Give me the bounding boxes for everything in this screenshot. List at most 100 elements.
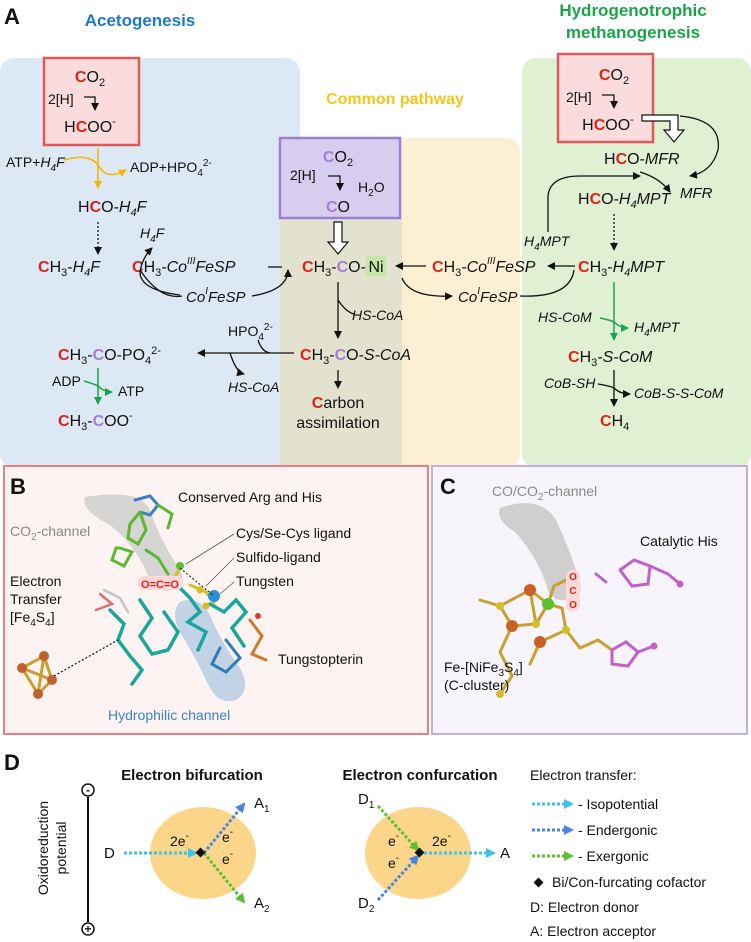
bif-2e: 2e- <box>170 831 189 849</box>
legend-isopotential: - Isopotential <box>578 796 658 812</box>
legend-title: Electron transfer: <box>530 767 637 783</box>
con-e-bottom: e- <box>388 853 399 871</box>
formate-box-hydro <box>556 52 655 144</box>
axis-plus: + <box>84 922 91 936</box>
co2-hydro: CO2 <box>599 67 629 87</box>
adp-hpo4: ADP+HPO42- <box>130 158 212 179</box>
tungsten-label: Tungsten <box>236 573 294 589</box>
formate-box-aceto <box>42 56 141 147</box>
2h-aceto: 2[H] <box>48 91 74 107</box>
oco-highlight-c <box>566 570 580 612</box>
sulfido-label: Sulfido-ligand <box>236 549 321 565</box>
c-cluster-structure <box>478 558 684 698</box>
panel-a: A Acetogenesis Common pathway Hydrogenot… <box>0 1 751 468</box>
cofesp-aceto: CoIFeSP <box>186 286 245 306</box>
cys-ligand-label: Cys/Se-Cys ligand <box>236 525 351 541</box>
panel-d-label: D <box>4 750 20 775</box>
legend-acceptor: A: Electron acceptor <box>530 923 656 939</box>
con-acceptor: A <box>500 845 510 862</box>
ch3-co-ni: CH3-CO- <box>302 259 366 279</box>
bif-a2: A2 <box>254 895 270 915</box>
ch3-coo: CH3-COO- <box>58 410 133 433</box>
ch3-co-po4: CH3-CO-PO42- <box>58 345 161 367</box>
acetogenesis-title: Acetogenesis <box>85 11 196 30</box>
et-line3: [Fe4S4] <box>10 609 55 629</box>
co2-common: CO2 <box>323 149 353 169</box>
common-pathway-title: Common pathway <box>326 91 464 108</box>
catalytic-his-label: Catalytic His <box>640 533 718 549</box>
axis-minus: - <box>86 783 90 797</box>
carbon-assim-2: assimilation <box>296 415 380 432</box>
con-d1: D1 <box>358 791 375 811</box>
ch3-s-com: CH3-S-CoM <box>568 349 653 369</box>
fe4s4-cluster <box>17 651 57 699</box>
hs-coa-common: HS-CoA <box>352 307 403 323</box>
h4f-label: H4F <box>140 225 166 245</box>
bifurcation-title: Electron bifurcation <box>121 767 263 784</box>
legend: Electron transfer: - Isopotential - Ende… <box>530 767 706 939</box>
hs-coa-aceto: HS-CoA <box>228 379 279 395</box>
oco-c-o2: O <box>569 600 577 611</box>
panel-c-frame <box>431 465 748 735</box>
co2-channel-label: CO2-channel <box>10 523 90 543</box>
hcoo-hydro: HCOO- <box>582 114 634 134</box>
hydro-title-line2: methanogenesis <box>566 23 700 42</box>
co-co2-channel-label: CO/CO2-channel <box>492 483 597 503</box>
legend-cofactor-diamond <box>533 877 544 888</box>
axis-plus-circle <box>81 922 95 936</box>
ch3-cofesp-hydro: CH3-CoIIIFeSP <box>432 256 536 279</box>
atp-h4f: ATP+H4F <box>6 154 66 174</box>
2h-hydro: 2[H] <box>566 89 592 105</box>
oco-highlight-b <box>137 576 183 590</box>
con-e-top: e- <box>388 831 399 849</box>
bif-endergonic-arrow <box>202 802 246 854</box>
hydrogenotrophic-background <box>522 58 751 468</box>
panel-a-label: A <box>4 4 20 29</box>
2h-common: 2[H] <box>290 167 316 183</box>
acetogenesis-background <box>0 58 300 468</box>
carbon-assim-1: Carbon <box>312 395 364 412</box>
bif-exergonic-arrow <box>202 852 246 904</box>
ch3-h4mpt: CH3-H4MPT <box>578 259 665 279</box>
axis-label-2: potential <box>53 822 69 875</box>
bif-e-bottom: e- <box>222 849 233 867</box>
bif-cofactor-diamond <box>195 847 206 858</box>
formate-open-arrow <box>641 114 686 143</box>
oco-b: O=C=O <box>141 579 179 591</box>
confurcation-title: Electron confurcation <box>342 767 497 784</box>
legend-exergonic: - Exergonic <box>578 848 649 864</box>
axis-label-1: Oxidoreduction <box>35 801 51 895</box>
oco-c-c: C <box>569 586 576 597</box>
legend-endergonic: - Endergonic <box>578 822 657 838</box>
con-cofactor-diamond <box>414 847 425 858</box>
bif-donor: D <box>104 845 115 862</box>
hydrophilic-label: Hydrophilic channel <box>108 707 230 723</box>
et-line1: Electron <box>10 573 61 589</box>
oco-c-o1: O <box>569 572 577 583</box>
hcoo-aceto: HCOO- <box>64 116 116 136</box>
ch4: CH4 <box>600 413 629 433</box>
bif-a1: A1 <box>254 795 270 815</box>
c-cluster-label-1: Fe-[NiFe3S4] <box>444 659 523 679</box>
h2o: H2O <box>358 179 385 199</box>
co-common: CO <box>326 199 350 216</box>
ch3-co-scoa: CH3-CO-S-CoA <box>300 347 411 367</box>
hco-h4mpt: HCO-H4MPT <box>578 191 672 211</box>
et-line2: Transfer <box>10 591 62 607</box>
tungstopterin-label: Tungstopterin <box>278 651 363 667</box>
panel-c-label: C <box>440 474 456 499</box>
co-co2-channel-shape <box>499 503 581 601</box>
cob-sh: CoB-SH <box>544 375 596 391</box>
ni-highlight <box>366 256 386 276</box>
h4mpt-label-1: H4MPT <box>524 233 571 253</box>
bif-e-top: e- <box>222 827 233 845</box>
co-open-arrow <box>326 221 350 255</box>
legend-cofactor: Bi/Con-furcating cofactor <box>552 874 706 890</box>
c-cluster-label-2: (C-cluster) <box>444 677 509 693</box>
panel-b: B O=C=O <box>3 465 429 735</box>
mfr-label: MFR <box>680 185 713 202</box>
arg-his-label: Conserved Arg and His <box>178 489 322 505</box>
panel-d: D Electron bifurcation Electron confurca… <box>4 750 706 939</box>
hco-h4f: HCO-H4F <box>78 199 148 219</box>
ch3-h4f: CH3-H4F <box>38 259 101 279</box>
